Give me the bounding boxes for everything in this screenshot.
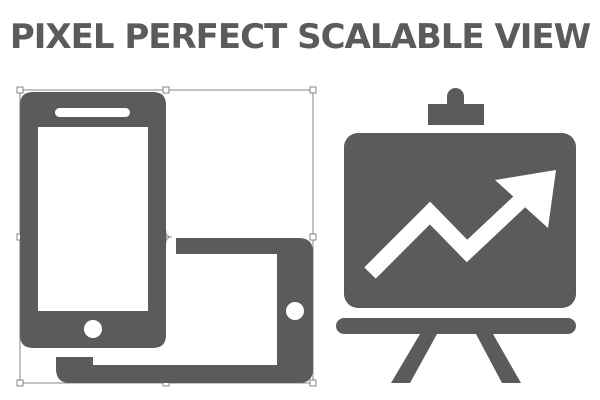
handle-top-center [162,86,170,94]
handle-bottom-left [16,379,24,387]
growth-arrow-head [495,170,556,228]
presentation-board-growth-chart-icon [336,88,576,383]
board-left-leg [391,334,437,383]
headline: PIXEL PERFECT SCALABLE VIEW [9,17,591,57]
home-button [84,320,102,338]
home-button-landscape [286,302,304,320]
board-ledge [336,318,576,334]
smartphone-portrait-icon [20,92,166,348]
handle-middle-right [309,233,317,241]
speaker-slot [55,108,130,117]
growth-line [364,182,540,279]
handle-bottom-right [309,379,317,387]
handle-top-right [309,86,317,94]
board-hanger-bar [428,104,484,125]
smartphone-landscape-icon [56,238,313,383]
handle-top-left [16,86,24,94]
selection-handles [16,86,317,387]
board-right-leg [476,334,521,383]
